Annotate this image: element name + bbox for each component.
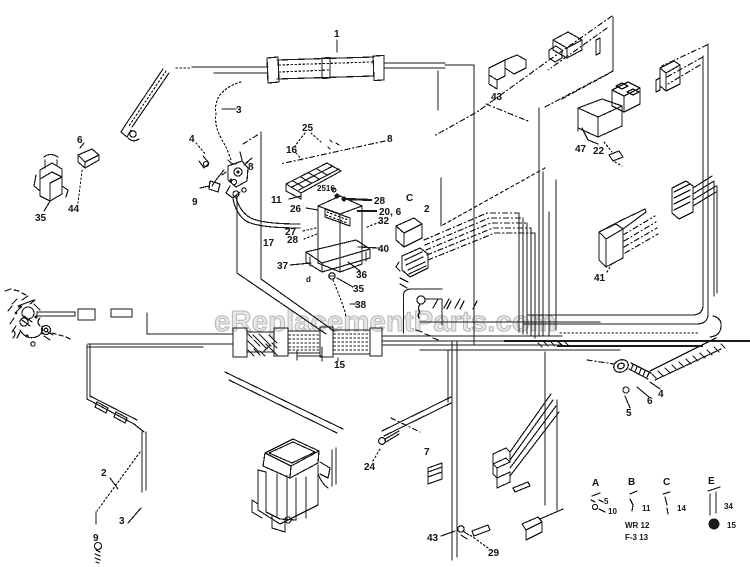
- svg-text:28: 28: [287, 235, 299, 246]
- svg-text:7: 7: [424, 447, 430, 458]
- svg-text:36: 36: [356, 270, 368, 281]
- svg-text:C: C: [663, 477, 670, 488]
- svg-text:8: 8: [387, 134, 393, 145]
- svg-text:16: 16: [286, 145, 298, 156]
- svg-text:4: 4: [189, 134, 195, 145]
- svg-text:2516: 2516: [317, 184, 335, 193]
- svg-text:40: 40: [378, 244, 390, 255]
- svg-text:38: 38: [355, 300, 367, 311]
- svg-text:10: 10: [608, 507, 617, 516]
- svg-text:17: 17: [263, 238, 275, 249]
- svg-text:d: d: [306, 275, 311, 284]
- svg-text:43: 43: [491, 92, 503, 103]
- svg-text:2: 2: [424, 204, 430, 215]
- svg-text:3: 3: [236, 105, 242, 116]
- svg-text:41: 41: [594, 273, 606, 284]
- svg-text:43: 43: [427, 533, 439, 544]
- svg-text:E: E: [708, 476, 715, 487]
- svg-text:5: 5: [626, 408, 632, 419]
- svg-text:35: 35: [353, 284, 365, 295]
- svg-text:32: 32: [378, 216, 390, 227]
- svg-text:WR 12: WR 12: [625, 521, 650, 530]
- svg-text:B: B: [628, 477, 635, 488]
- svg-text:1: 1: [334, 29, 340, 40]
- svg-text:14: 14: [677, 504, 686, 513]
- svg-text:2: 2: [101, 468, 107, 479]
- svg-text:6: 6: [77, 135, 83, 146]
- svg-text:5: 5: [604, 497, 609, 506]
- svg-text:22: 22: [593, 146, 605, 157]
- svg-text:27: 27: [285, 227, 297, 238]
- svg-text:9: 9: [192, 197, 198, 208]
- svg-text:37: 37: [277, 261, 289, 272]
- svg-text:47: 47: [575, 144, 587, 155]
- svg-text:35: 35: [35, 213, 47, 224]
- svg-text:11: 11: [642, 504, 651, 513]
- svg-text:15: 15: [727, 521, 736, 530]
- svg-text:34: 34: [724, 502, 733, 511]
- svg-text:C: C: [406, 193, 413, 204]
- svg-text:6: 6: [647, 396, 653, 407]
- svg-text:4: 4: [658, 389, 664, 400]
- svg-text:24: 24: [364, 462, 376, 473]
- svg-text:F-3 13: F-3 13: [625, 533, 649, 542]
- svg-text:15: 15: [334, 360, 346, 371]
- svg-text:25: 25: [302, 123, 314, 134]
- svg-text:8: 8: [248, 162, 254, 173]
- svg-text:9: 9: [93, 533, 99, 544]
- svg-text:11: 11: [271, 195, 282, 206]
- svg-text:20, 6: 20, 6: [379, 207, 402, 218]
- svg-text:A: A: [592, 478, 599, 489]
- svg-text:29: 29: [488, 548, 500, 559]
- svg-text:26: 26: [290, 204, 302, 215]
- svg-text:28: 28: [374, 196, 386, 207]
- svg-text:44: 44: [68, 204, 80, 215]
- svg-text:3: 3: [119, 516, 125, 527]
